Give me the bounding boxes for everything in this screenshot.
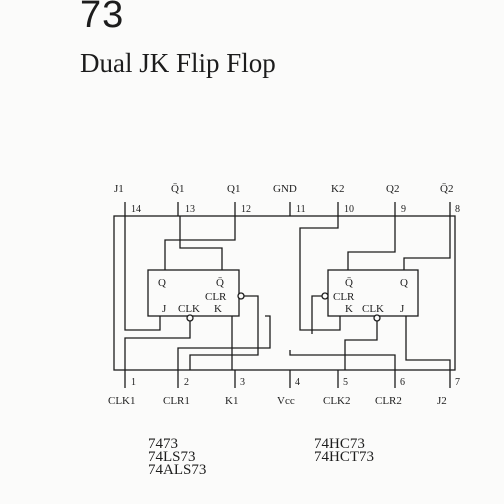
pin-num-2: 2 (184, 377, 189, 388)
bottom-pin-stubs (124, 370, 451, 388)
part-number: 7473 (148, 436, 178, 452)
pin-label-vcc: Vcc (277, 395, 295, 407)
pin-label-qbar1: Q̄1 (171, 183, 184, 195)
ff1-clr-label: CLR (205, 291, 227, 303)
clr2-bubble (321, 292, 329, 300)
wire-clk2 (344, 321, 378, 370)
wire-qbar1 (179, 216, 223, 270)
ff1-qbar-label: Q̄ (216, 277, 224, 289)
wire-qbar2 (403, 216, 451, 270)
ff2-clk-label: CLK (362, 303, 384, 315)
wire-j2 (405, 316, 451, 370)
wire-clr1-b (177, 315, 271, 370)
pin-label-qbar2: Q̄2 (440, 183, 453, 195)
pin-label-clk1: CLK1 (108, 395, 136, 407)
ic-package-outline (113, 215, 456, 371)
wire-q2 (347, 216, 396, 270)
clr1-bubble (237, 292, 245, 300)
pin-num-7: 7 (455, 377, 460, 388)
ff2-q-label: Q (400, 277, 408, 289)
pin-label-q1: Q1 (227, 183, 240, 195)
clk2-bubble (373, 314, 381, 322)
clk1-bubble (186, 314, 194, 322)
top-pin-stubs (124, 202, 451, 216)
ff1-k-label: K (214, 303, 222, 315)
pin-num-12: 12 (241, 204, 251, 215)
pin-num-1: 1 (131, 377, 136, 388)
part-numbers-right: 74HC73 74HCT73 (314, 436, 374, 465)
part-number: 74HCT73 (314, 449, 374, 465)
chip-title: Dual JK Flip Flop (80, 48, 276, 78)
ff2-j-label: J (400, 303, 405, 315)
pin-num-3: 3 (240, 377, 245, 388)
wire-j1 (124, 216, 161, 331)
chip-number: 73 (80, 0, 125, 36)
pin-num-9: 9 (401, 204, 406, 215)
wire-clr2 (311, 295, 323, 334)
pin-num-14: 14 (131, 204, 141, 215)
pin-num-8: 8 (455, 204, 460, 215)
pin-label-k1: K1 (225, 395, 238, 407)
ff1-clk-label: CLK (178, 303, 200, 315)
wire-clr1 (189, 295, 259, 370)
pin-label-clk2: CLK2 (323, 395, 351, 407)
pin-label-k2: K2 (331, 183, 344, 195)
ff2-k-label: K (345, 303, 353, 315)
pin-label-j2: J2 (437, 395, 447, 407)
pin-num-11: 11 (296, 204, 306, 215)
pin-num-6: 6 (400, 377, 405, 388)
pin-num-10: 10 (344, 204, 354, 215)
pin-label-clr2: CLR2 (375, 395, 402, 407)
wire-k2 (299, 216, 341, 331)
part-number: 74LS73 (148, 449, 196, 465)
wire-q1 (164, 216, 236, 270)
ff1-j-label: J (162, 303, 167, 315)
ff1-q-label: Q (158, 277, 166, 289)
ff2-clr-label: CLR (333, 291, 355, 303)
pin-label-j1: J1 (114, 183, 124, 195)
pin-label-q2: Q2 (386, 183, 399, 195)
pin-label-clr1: CLR1 (163, 395, 190, 407)
ff2-qbar-label: Q̄ (345, 277, 353, 289)
wire-clr2-b (289, 350, 396, 370)
part-number: 74ALS73 (148, 462, 207, 478)
part-numbers-left: 7473 74LS73 74ALS73 (148, 436, 207, 478)
part-number: 74HC73 (314, 436, 365, 452)
pin-num-5: 5 (343, 377, 348, 388)
wire-clk1 (124, 321, 191, 370)
pin-num-4: 4 (295, 377, 300, 388)
pin-label-gnd: GND (273, 183, 297, 195)
pin-num-13: 13 (185, 204, 195, 215)
flipflop2-body (327, 269, 419, 317)
